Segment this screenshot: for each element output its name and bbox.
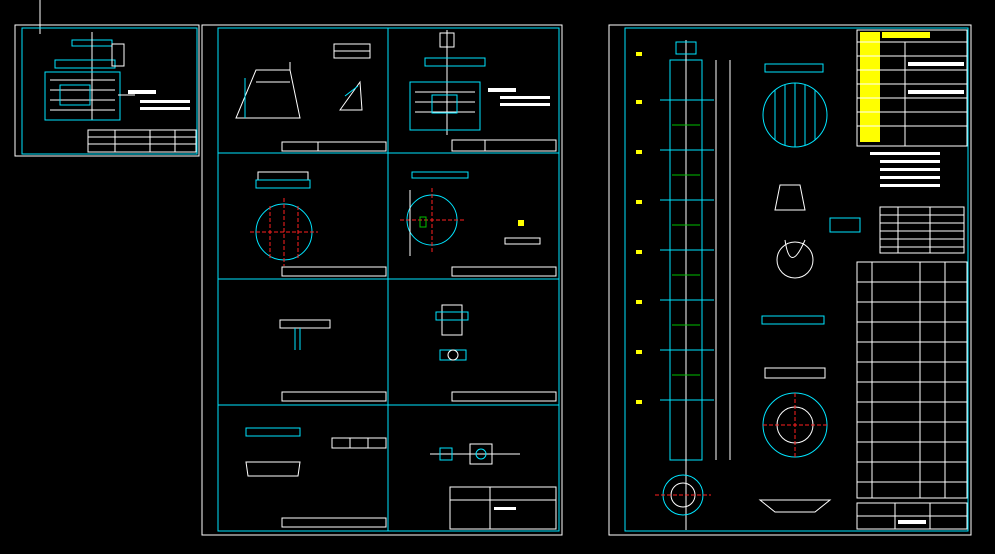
assembly-spec-table[interactable] — [856, 29, 968, 147]
assembly-notes — [870, 152, 940, 187]
assembly-callouts — [636, 52, 642, 404]
assembly-section-views[interactable] — [758, 63, 861, 513]
assembly-title-block[interactable] — [856, 502, 968, 530]
sheet-assembly[interactable] — [608, 24, 972, 536]
detail-beam[interactable] — [279, 319, 387, 402]
assembly-nozzle-table[interactable] — [879, 206, 965, 254]
small-assembly-view[interactable] — [44, 32, 135, 121]
assembly-parts-list[interactable] — [856, 261, 968, 499]
assembly-column[interactable] — [655, 40, 731, 530]
detail-tray-plate[interactable] — [250, 171, 387, 277]
small-notes — [128, 90, 190, 110]
detail-cone[interactable] — [235, 43, 387, 152]
sheet-detail-grid[interactable] — [201, 24, 563, 536]
small-title-block[interactable] — [87, 129, 197, 153]
detail-assembly-copy[interactable] — [409, 30, 557, 152]
detail-ring-profiles[interactable] — [245, 427, 387, 528]
detail-nozzle[interactable] — [435, 304, 557, 402]
detail-fastener[interactable] — [430, 443, 557, 530]
detail-support-ring[interactable] — [400, 171, 557, 277]
sheet-small[interactable] — [14, 24, 200, 157]
